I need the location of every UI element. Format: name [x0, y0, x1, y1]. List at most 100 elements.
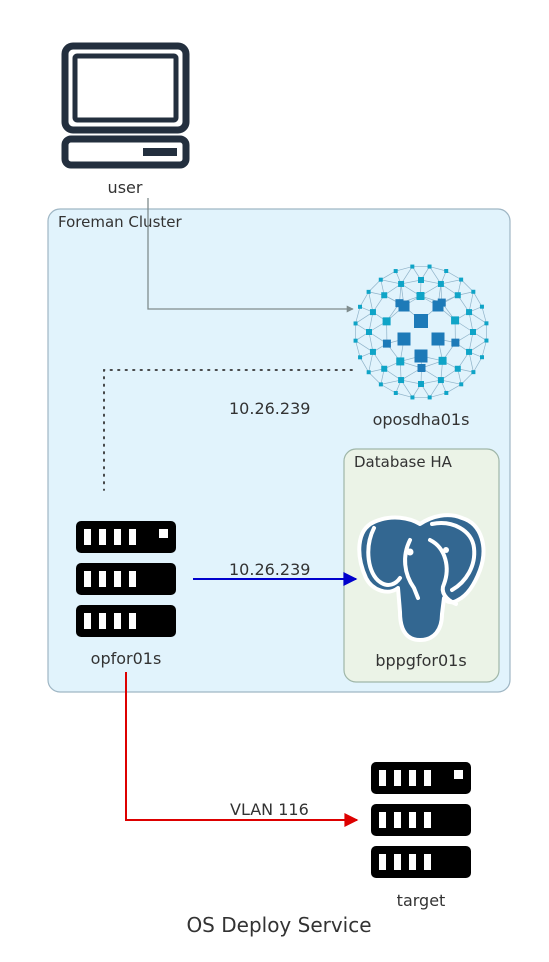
mesh-node	[366, 329, 372, 335]
mesh-node	[366, 370, 371, 375]
mesh-link	[440, 379, 462, 385]
mesh-link	[481, 306, 487, 324]
user-node: user	[61, 42, 190, 197]
mesh-link	[440, 279, 462, 285]
mesh-node	[451, 316, 460, 325]
postgresql-elephant-icon	[357, 513, 486, 642]
mesh-link	[380, 384, 396, 394]
mesh-node	[398, 280, 405, 287]
mesh-node	[427, 395, 432, 400]
mesh-link	[446, 270, 462, 280]
mesh-node	[398, 377, 405, 384]
mesh-link	[395, 266, 413, 272]
mesh-node	[479, 355, 484, 360]
mesh-link	[359, 357, 369, 373]
mesh-link	[473, 291, 483, 307]
foreman-to-target-edge-label: VLAN 116	[230, 800, 309, 819]
mesh-node	[382, 339, 391, 348]
mesh-node	[416, 292, 425, 301]
mesh-link	[446, 384, 462, 394]
mesh-node	[378, 382, 383, 387]
target-label: target	[397, 891, 446, 910]
mesh-node	[397, 332, 411, 346]
mesh-node	[484, 321, 489, 326]
mesh-link	[368, 351, 374, 373]
mesh-link	[401, 279, 422, 285]
mesh-node	[381, 292, 388, 299]
mesh-node	[393, 269, 398, 274]
mesh-node	[454, 292, 461, 299]
mesh-link	[468, 312, 474, 333]
mesh-node	[431, 332, 445, 346]
mesh-link	[460, 279, 474, 293]
mesh-node	[353, 338, 358, 343]
foreman-cluster-label: Foreman Cluster	[58, 213, 182, 231]
mesh-node	[459, 382, 464, 387]
mesh-link	[468, 331, 474, 352]
mesh-node	[369, 348, 376, 355]
mesh-node	[471, 370, 476, 375]
db-label: bppgfor01s	[375, 651, 466, 670]
mesh-node	[479, 304, 484, 309]
mesh-node	[466, 348, 473, 355]
user-label: user	[108, 178, 143, 197]
mesh-link	[368, 331, 374, 352]
haproxy-label: oposdha01s	[373, 410, 470, 429]
mesh-node	[437, 377, 444, 384]
mesh-node	[459, 277, 464, 282]
mesh-node	[418, 381, 424, 387]
mesh-link	[368, 279, 382, 293]
mesh-node	[358, 304, 363, 309]
server-rack-icon	[76, 521, 176, 637]
mesh-node	[353, 321, 358, 326]
mesh-node	[454, 365, 461, 372]
mesh-link	[368, 291, 374, 313]
mesh-link	[368, 371, 382, 385]
mesh-link	[420, 379, 441, 385]
mesh-link	[429, 392, 447, 398]
mesh-node	[484, 338, 489, 343]
computer-icon	[61, 42, 190, 169]
mesh-link	[380, 279, 402, 285]
ha-mesh-icon	[353, 264, 489, 400]
mesh-link	[401, 379, 422, 385]
mesh-node	[444, 390, 449, 395]
foreman-to-target-edge	[125, 672, 359, 827]
mesh-link	[460, 371, 474, 385]
server-rack-icon	[371, 762, 471, 878]
mesh-node	[444, 269, 449, 274]
mesh-node	[410, 395, 415, 400]
diagram-title: OS Deploy Service	[186, 913, 371, 937]
mesh-link	[380, 270, 396, 280]
mesh-node	[369, 309, 376, 316]
mesh-node	[358, 355, 363, 360]
mesh-link	[368, 312, 374, 333]
mesh-node	[381, 365, 388, 372]
mesh-node	[437, 298, 446, 307]
haproxy-to-foreman-edge-label: 10.26.239	[229, 399, 310, 418]
mesh-node	[417, 363, 426, 372]
mesh-link	[355, 306, 361, 324]
mesh-node	[466, 309, 473, 316]
mesh-node	[393, 390, 398, 395]
haproxy-node: oposdha01s	[353, 264, 489, 429]
mesh-node	[437, 280, 444, 287]
mesh-node	[414, 349, 428, 363]
mesh-link	[420, 279, 441, 285]
mesh-node	[414, 314, 428, 328]
mesh-node	[427, 264, 432, 269]
foreman-to-db-edge-label: 10.26.239	[229, 560, 310, 579]
mesh-node	[451, 338, 460, 347]
mesh-node	[366, 289, 371, 294]
foreman-node: opfor01s	[76, 521, 176, 668]
mesh-link	[468, 291, 474, 313]
mesh-node	[410, 264, 415, 269]
mesh-node	[395, 299, 404, 308]
database-cluster-label: Database HA	[354, 453, 453, 471]
mesh-link	[359, 291, 369, 307]
target-node: target	[371, 762, 471, 910]
mesh-node	[378, 277, 383, 282]
mesh-link	[481, 340, 487, 358]
mesh-link	[473, 357, 483, 373]
